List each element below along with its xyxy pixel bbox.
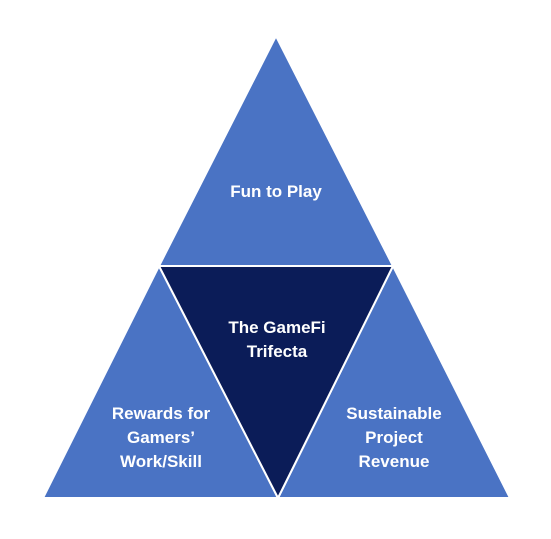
bottom-right-label-line: Revenue xyxy=(358,452,430,471)
top-segment-label: Fun to Play xyxy=(230,180,322,204)
bottom-left-label-line: Work/Skill xyxy=(120,452,202,471)
bottom-right-label-line: Sustainable xyxy=(346,404,442,423)
center-triangle xyxy=(157,265,395,501)
bottom-right-label-line: Project xyxy=(365,428,423,447)
bottom-right-segment-label: Sustainable Project Revenue xyxy=(346,402,441,474)
bottom-left-label-line: Gamers’ xyxy=(126,428,196,447)
top-label-line: Fun to Play xyxy=(230,182,322,201)
bottom-left-label-line: Rewards for xyxy=(111,404,211,423)
bottom-left-segment-label: Rewards for Gamers’ Work/Skill xyxy=(112,402,210,474)
top-triangle xyxy=(157,33,395,267)
center-label-line: The GameFi xyxy=(228,318,326,337)
center-label-line: Trifecta xyxy=(246,342,308,361)
center-segment-label: The GameFi Trifecta xyxy=(228,316,325,364)
